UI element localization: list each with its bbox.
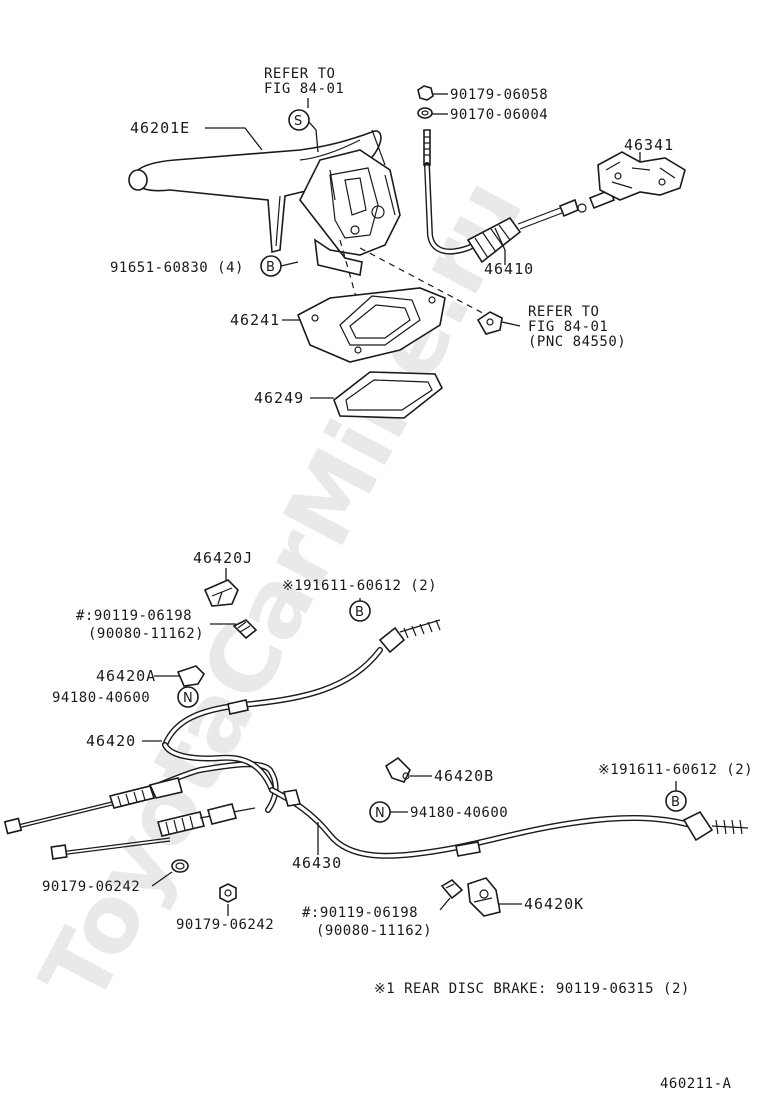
clip-46420J-illustration — [203, 579, 239, 607]
clip-46420K-illustration — [467, 877, 501, 917]
connector-clip-illustration — [476, 311, 503, 335]
part-90170-06004: 90170-06004 — [450, 107, 548, 123]
part-46430: 46430 — [292, 854, 342, 872]
part-90119-06198-b: #:90119-06198 — [302, 905, 418, 921]
part-46420J: 46420J — [193, 549, 253, 567]
n-marker-label-2: N — [375, 806, 385, 821]
part-90179-06242-a: 90179-06242 — [42, 879, 140, 895]
b-marker-label-1: B — [266, 260, 275, 275]
clip-46420A-illustration — [176, 665, 206, 687]
part-46420A: 46420A — [96, 667, 156, 685]
bolt-b-illustration — [440, 878, 464, 900]
part-46410: 46410 — [484, 260, 534, 278]
part-46420K: 46420K — [524, 895, 584, 913]
part-94180-40600-b: 94180-40600 — [410, 805, 508, 821]
s-marker-circle — [288, 109, 310, 131]
b-marker-label-3: B — [671, 795, 680, 810]
refer-mid-line3: (PNC 84550) — [528, 334, 626, 350]
part-94180-40600-a: 94180-40600 — [52, 690, 150, 706]
footnote-rear-disc-brake: ※1 REAR DISC BRAKE: 90119-06315 (2) — [374, 981, 690, 997]
bolt-a-illustration — [232, 619, 258, 640]
refer-top-line2: FIG 84-01 — [264, 81, 344, 97]
nut-06242-b-illustration — [219, 883, 237, 903]
part-90080-11162-a: (90080-11162) — [88, 626, 204, 642]
refer-mid-line2: FIG 84-01 — [528, 319, 608, 335]
part-90080-11162-b: (90080-11162) — [316, 923, 432, 939]
part-46420: 46420 — [86, 732, 136, 750]
s-marker-label: S — [294, 114, 302, 129]
part-46241: 46241 — [230, 311, 280, 329]
clip-46420B-illustration — [384, 756, 411, 783]
part-46201E: 46201E — [130, 119, 190, 137]
part-91651-60830: 91651-60830 (4) — [110, 260, 244, 276]
front-cable-46410-illustration — [423, 129, 616, 264]
dash-line-2 — [359, 247, 493, 319]
part-46249: 46249 — [254, 389, 304, 407]
figure-id: 460211-A — [660, 1076, 732, 1092]
parking-brake-lever-illustration — [128, 129, 401, 276]
n-marker-label-1: N — [183, 691, 193, 706]
part-90179-06058: 90179-06058 — [450, 87, 548, 103]
plate-46241-illustration — [296, 287, 446, 363]
refer-mid-line1: REFER TO — [528, 304, 599, 320]
part-46420B: 46420B — [434, 767, 494, 785]
b-marker-label-2: B — [355, 605, 364, 620]
boot-46249-illustration — [333, 371, 444, 419]
nut-06242-a-illustration — [171, 859, 189, 873]
part-90179-06242-b: 90179-06242 — [176, 917, 274, 933]
nut-washer-illustration — [417, 85, 434, 119]
part-46341: 46341 — [624, 136, 674, 154]
note-191611-a: ※191611-60612 (2) — [282, 578, 437, 594]
rear-cables-illustration — [3, 619, 749, 860]
refer-top-line1: REFER TO — [264, 66, 335, 82]
part-90119-06198-a: #:90119-06198 — [76, 608, 192, 624]
n-marker-circle-1 — [177, 686, 199, 708]
equalizer-46341-illustration — [597, 151, 686, 201]
note-191611-b: ※191611-60612 (2) — [598, 762, 753, 778]
